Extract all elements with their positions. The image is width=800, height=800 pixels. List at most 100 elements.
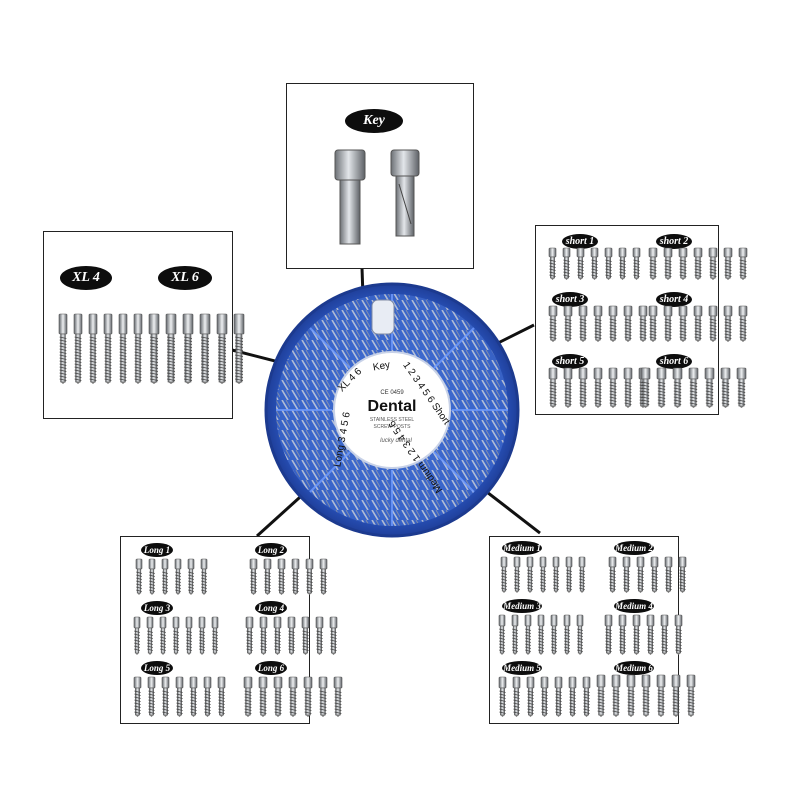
screw-post-icon: [565, 556, 573, 593]
screw-post-icon: [199, 313, 211, 384]
screw-post-icon: [249, 558, 258, 595]
screw-post-icon: [233, 313, 245, 384]
screw-post-icon: [723, 305, 733, 342]
screw-post-icon: [632, 247, 641, 280]
screw-post-icon: [646, 614, 655, 655]
long-label-2: Long 2: [255, 543, 287, 557]
screw-post-icon: [73, 313, 83, 384]
long-label-4: Long 4: [255, 601, 287, 615]
screw-post-icon: [301, 616, 310, 655]
screw-post-icon: [648, 247, 658, 280]
screw-post-icon: [288, 676, 298, 717]
xl-panel: XL 4 XL 6: [43, 231, 245, 419]
screw-post-icon: [578, 367, 588, 408]
screw-post-icon: [548, 367, 558, 408]
long-6-screws: [243, 676, 348, 717]
medium-3-screws: [498, 614, 589, 655]
screw-post-icon: [648, 305, 658, 342]
short-label-1: short 1: [562, 234, 598, 249]
screw-post-icon: [656, 674, 666, 717]
screw-post-icon: [552, 556, 560, 593]
long-3-screws: [133, 616, 224, 655]
screw-post-icon: [135, 558, 143, 595]
wheel-key-slot: [371, 299, 395, 335]
screw-post-icon: [622, 556, 631, 593]
short-5-screws: [548, 367, 653, 408]
screw-post-icon: [147, 676, 156, 717]
long-label-6: Long 6: [255, 661, 287, 675]
screw-post-icon: [526, 676, 535, 717]
screw-post-icon: [185, 616, 193, 655]
screw-post-icon: [590, 247, 599, 280]
screw-post-icon: [524, 614, 532, 655]
screw-post-icon: [182, 313, 194, 384]
screw-post-icon: [273, 616, 282, 655]
screw-post-icon: [663, 247, 673, 280]
screw-post-icon: [172, 616, 180, 655]
medium-6-screws: [596, 674, 701, 717]
screw-post-icon: [568, 676, 577, 717]
screw-post-icon: [623, 367, 633, 408]
screw-post-icon: [693, 305, 703, 342]
screw-post-icon: [604, 614, 613, 655]
short-1-screws: [548, 247, 646, 280]
screw-post-icon: [636, 556, 645, 593]
medium-4-screws: [604, 614, 688, 655]
screw-post-icon: [678, 556, 687, 593]
screw-post-icon: [203, 676, 212, 717]
screw-post-icon: [623, 305, 633, 342]
screw-post-icon: [537, 614, 545, 655]
screw-post-icon: [708, 247, 718, 280]
xl-6-screws: [148, 313, 250, 384]
screw-post-icon: [512, 676, 521, 717]
screw-post-icon: [611, 674, 621, 717]
screw-post-icon: [198, 616, 206, 655]
screw-post-icon: [686, 674, 696, 717]
screw-post-icon: [259, 616, 268, 655]
screw-post-icon: [303, 676, 313, 717]
wheel-ce-mark: CE 0459: [380, 390, 404, 396]
medium-label-6: Medium 6: [614, 661, 654, 675]
screw-post-icon: [664, 556, 673, 593]
screw-post-icon: [217, 676, 226, 717]
long-label-5: Long 5: [141, 661, 173, 675]
long-2-screws: [249, 558, 333, 595]
screw-post-icon: [678, 247, 688, 280]
long-label-3: Long 3: [141, 601, 173, 615]
short-label-5: short 5: [552, 354, 588, 369]
medium-label-3: Medium 3: [502, 599, 542, 613]
screw-post-icon: [674, 614, 683, 655]
screw-post-icon: [663, 305, 673, 342]
screw-post-icon: [720, 367, 731, 408]
screw-post-icon: [200, 558, 208, 595]
xl-label-4: XL 4: [60, 266, 112, 290]
screw-post-icon: [291, 558, 300, 595]
screw-post-icon: [243, 676, 253, 717]
screw-post-icon: [656, 367, 667, 408]
wheel-subtitle-1: STAINLESS STEEL: [370, 417, 415, 423]
screw-post-icon: [704, 367, 715, 408]
screw-post-icon: [608, 367, 618, 408]
screw-post-icon: [333, 676, 343, 717]
medium-label-4: Medium 4: [614, 599, 654, 613]
screw-post-icon: [315, 616, 324, 655]
screw-post-icon: [263, 558, 272, 595]
screw-post-icon: [618, 247, 627, 280]
medium-label-5: Medium 5: [502, 661, 542, 675]
short-6-screws: [640, 367, 752, 408]
screw-post-icon: [165, 313, 177, 384]
short-3-screws: [548, 305, 653, 342]
screw-post-icon: [678, 305, 688, 342]
long-5-screws: [133, 676, 231, 717]
long-label-1: Long 1: [141, 543, 173, 557]
screw-post-icon: [118, 313, 128, 384]
screw-post-icon: [189, 676, 198, 717]
screw-post-icon: [563, 367, 573, 408]
short-label-2: short 2: [656, 234, 692, 249]
screw-post-icon: [245, 616, 254, 655]
screw-post-icon: [672, 367, 683, 408]
screw-post-icon: [738, 305, 748, 342]
screw-post-icon: [563, 614, 571, 655]
screw-post-icon: [258, 676, 268, 717]
screw-post-icon: [548, 305, 558, 342]
